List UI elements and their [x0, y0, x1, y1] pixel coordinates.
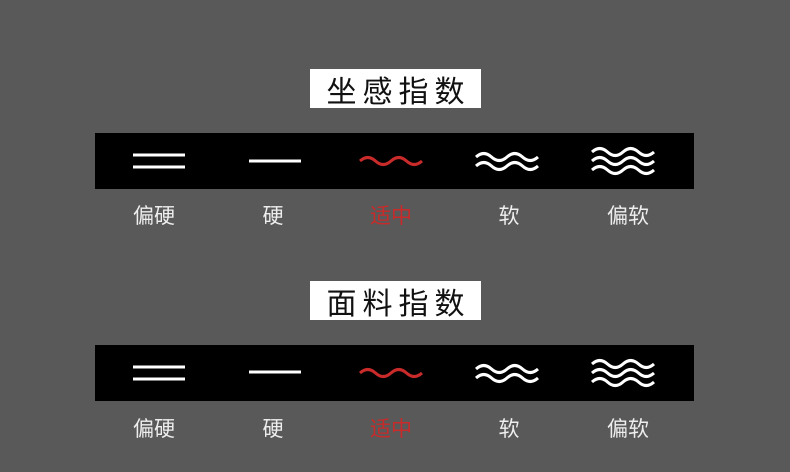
level-label-firmer: 偏硬 [133, 204, 175, 228]
level-label-softer: 偏软 [607, 417, 649, 441]
level-label-medium: 适中 [370, 417, 412, 441]
level-label-firmer: 偏硬 [133, 417, 175, 441]
single-line-icon [249, 370, 301, 374]
single-wave-icon [358, 156, 424, 166]
level-label-medium: 适中 [370, 204, 412, 228]
single-line-icon [249, 159, 301, 163]
level-label-soft: 软 [498, 204, 520, 228]
level-label-firm: 硬 [262, 417, 284, 441]
double-wave-icon [474, 364, 540, 383]
fabric-scale-bar [95, 345, 694, 401]
triple-wave-icon [590, 359, 656, 387]
level-label-softer: 偏软 [607, 204, 649, 228]
double-line-icon [133, 365, 185, 381]
double-line-icon [133, 153, 185, 169]
single-wave-icon [358, 368, 424, 378]
seat-feel-title: 坐感指数 [310, 69, 481, 110]
fabric-title: 面料指数 [310, 281, 481, 322]
seat-feel-scale-bar [95, 133, 694, 189]
level-label-soft: 软 [498, 417, 520, 441]
triple-wave-icon [590, 147, 656, 175]
level-label-firm: 硬 [262, 204, 284, 228]
double-wave-icon [474, 152, 540, 171]
